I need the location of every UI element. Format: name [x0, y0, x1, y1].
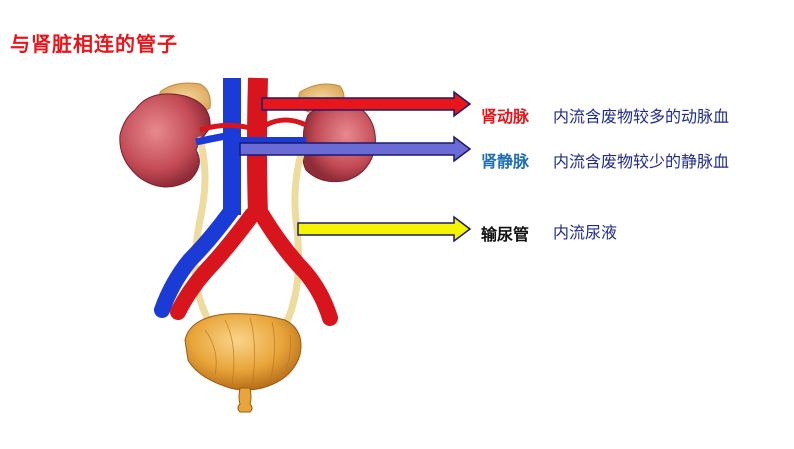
arrow-renal-vein — [239, 135, 472, 163]
desc-ureter: 内流尿液 — [553, 223, 618, 242]
urethra — [237, 387, 253, 413]
left-renal-artery — [199, 122, 251, 133]
desc-renal-vein: 内流含废物较少的静脉血 — [553, 152, 730, 171]
left-kidney — [119, 93, 211, 188]
arrow-ureter — [297, 215, 472, 243]
arrow-renal-artery — [261, 90, 472, 118]
right-iliac-artery — [254, 207, 338, 326]
urinary-bladder — [184, 313, 302, 391]
slide-title: 与肾脏相连的管子 — [10, 32, 178, 56]
right-renal-artery — [264, 117, 308, 128]
label-renal-artery: 肾动脉 — [481, 107, 530, 126]
left-iliac-vein — [154, 202, 240, 318]
left-renal-vein — [195, 132, 227, 146]
label-renal-vein: 肾静脉 — [481, 152, 530, 171]
left-iliac-artery — [170, 207, 260, 320]
label-ureter: 输尿管 — [481, 225, 530, 244]
desc-renal-artery: 内流含废物较多的动脉血 — [553, 107, 730, 126]
